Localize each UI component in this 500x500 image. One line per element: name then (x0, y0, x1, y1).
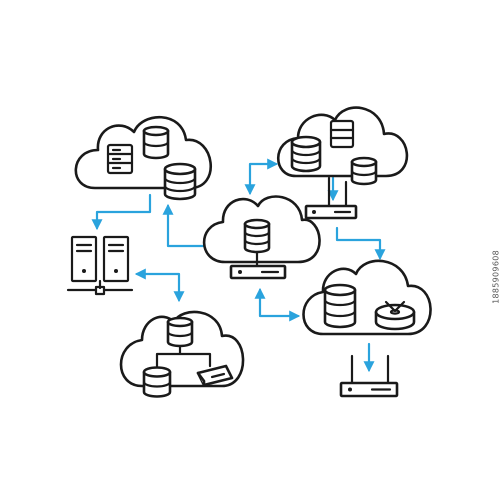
arrow-icon (134, 268, 185, 303)
server-icon (70, 235, 98, 283)
router-icon (304, 204, 358, 220)
cloud-center (202, 195, 321, 280)
database-icon (142, 125, 170, 160)
router-icon (339, 381, 399, 398)
arrow-icon (162, 203, 205, 248)
arrow-icon (254, 287, 301, 322)
server-icon (329, 119, 355, 149)
router-bottom-right (339, 354, 399, 398)
server-icon (106, 143, 134, 175)
disk-drive-icon (374, 300, 416, 331)
hard-drive-icon (196, 364, 234, 387)
database-icon (350, 156, 378, 186)
connectors (91, 158, 386, 373)
cloud-top-right (276, 106, 409, 220)
arrow-icon (91, 193, 152, 231)
server-rack (66, 235, 134, 296)
cloud-top-left (74, 115, 213, 201)
router-icon (229, 264, 287, 280)
database-icon (163, 162, 197, 201)
arrow-icon (335, 226, 386, 261)
database-icon (166, 316, 194, 348)
arrow-icon (244, 158, 279, 196)
database-icon (290, 135, 322, 173)
server-icon (102, 235, 130, 283)
cloud-right (302, 259, 432, 336)
stock-image-id: 1885909608 (491, 250, 500, 304)
database-icon (142, 366, 172, 398)
database-icon (243, 218, 271, 254)
cloud-bottom-left (119, 310, 245, 398)
database-icon (323, 283, 357, 329)
